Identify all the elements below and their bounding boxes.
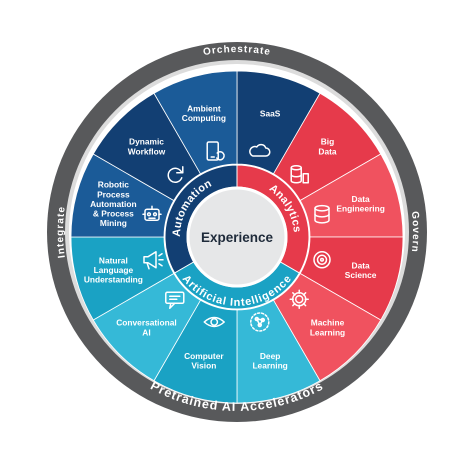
mobile-sync-icon — [206, 141, 225, 161]
chat-icon — [165, 291, 185, 309]
cloud-icon — [249, 143, 271, 157]
segment-label-line: Robotic — [98, 180, 130, 190]
megaphone-icon — [143, 251, 164, 270]
segment-label-line: SaaS — [260, 108, 281, 118]
ring-label-govern: Govern — [409, 211, 421, 253]
segment-label-line: Mining — [100, 218, 127, 228]
segment-label-line: Learning — [310, 327, 345, 337]
segment-label-line: Computer — [184, 351, 224, 361]
segment-label-line: Ambient — [187, 104, 221, 114]
segment-label-line: Science — [345, 270, 377, 280]
segment-label-line: Conversational — [116, 318, 177, 328]
ring-label-integrate: Integrate — [55, 205, 68, 258]
segment-label-line: Vision — [191, 360, 216, 370]
segment-label-line: Learning — [252, 360, 287, 370]
segment-label-line: AI — [142, 327, 150, 337]
segment-label-line: Language — [94, 265, 134, 275]
gear-icon — [289, 289, 309, 309]
segment-label-line: Data — [352, 260, 370, 270]
segment-label-saas: SaaS — [260, 108, 281, 118]
segment-label-line: Data — [352, 194, 370, 204]
neural-icon — [250, 312, 270, 332]
segment-label-line: Process — [97, 189, 130, 199]
eye-icon — [203, 316, 225, 328]
database-stack-icon — [314, 204, 330, 224]
segment-label-line: Machine — [311, 318, 345, 328]
center-label: Experience — [201, 230, 274, 245]
segment-label-line: Natural — [99, 256, 128, 266]
center-hub — [186, 186, 288, 288]
segment-label-line: Data — [318, 146, 336, 156]
segment-label-line: Understanding — [84, 275, 143, 285]
segment-label-line: Automation — [90, 199, 137, 209]
robot-icon — [142, 205, 162, 221]
segment-label-line: Engineering — [336, 204, 384, 214]
segment-label-line: & Process — [93, 208, 134, 218]
refresh-icon — [167, 166, 184, 184]
target-icon — [313, 251, 331, 269]
segment-label-line: Dynamic — [129, 137, 164, 147]
segment-label-line: Computing — [182, 113, 226, 123]
segment-label-line: Workflow — [128, 146, 166, 156]
segment-label-line: Deep — [260, 351, 280, 361]
database-icon — [290, 165, 309, 184]
segment-label-line: Big — [321, 137, 335, 147]
